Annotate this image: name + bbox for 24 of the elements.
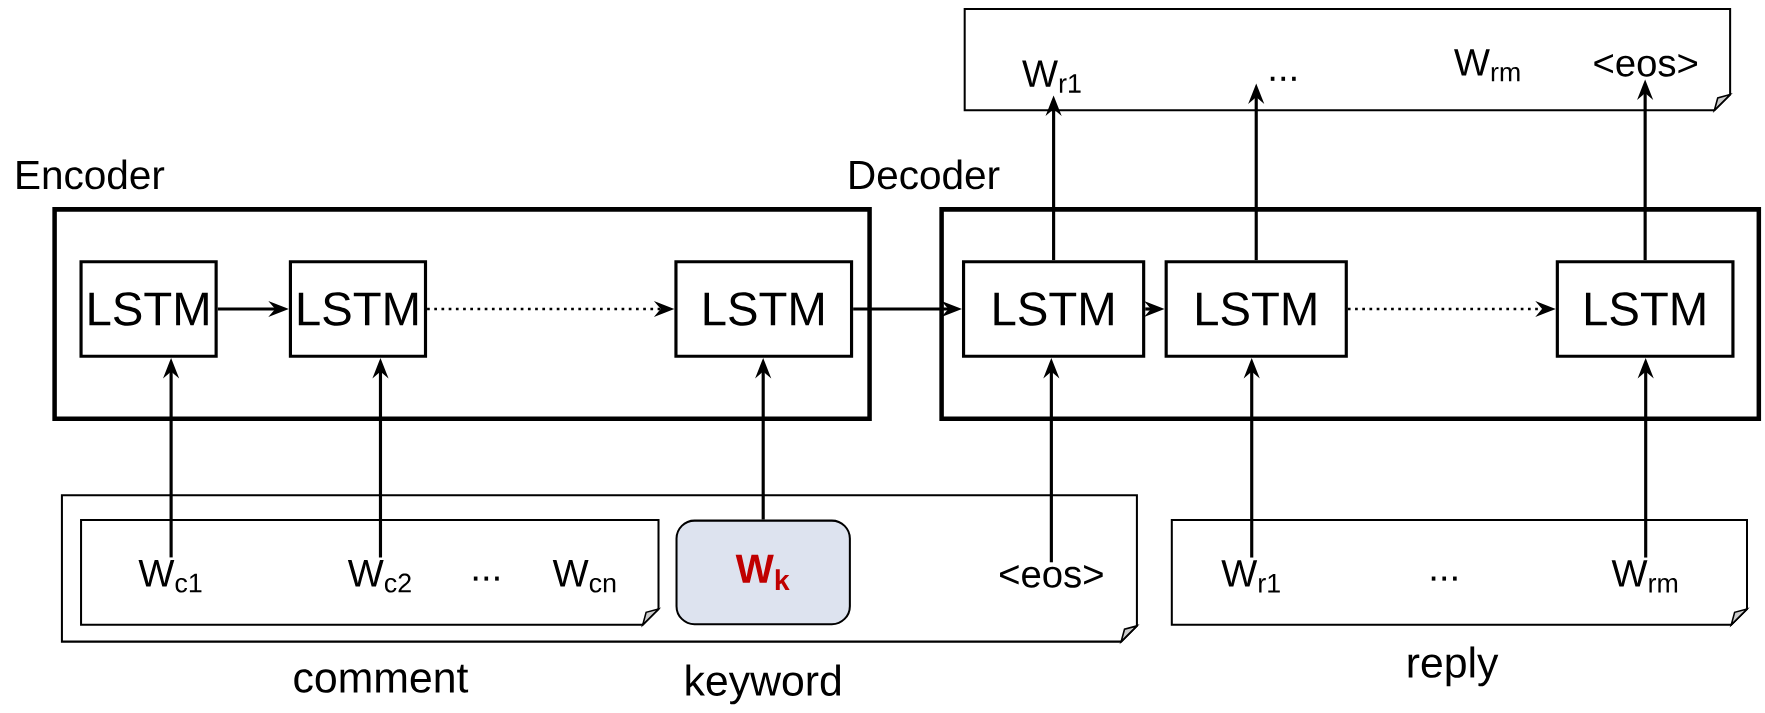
lstm-box: LSTM bbox=[674, 260, 854, 359]
node-label: Encoder bbox=[17, 159, 165, 190]
node-label: reply bbox=[1408, 646, 1499, 687]
token-label: ... bbox=[1431, 576, 1457, 581]
node-label: comment bbox=[294, 665, 469, 694]
token-label: <eos> bbox=[1000, 565, 1103, 588]
token-label: W$_{rm}$ bbox=[1611, 560, 1678, 593]
token-label: W$_{r1}$ bbox=[1022, 60, 1081, 93]
token-label: W$_{c2}$ bbox=[347, 560, 411, 593]
token-label: <eos> bbox=[1594, 54, 1697, 77]
keyword-box: W$_{k}$ bbox=[675, 519, 851, 626]
lstm-box: LSTM bbox=[79, 260, 218, 359]
lstm-box: LSTM bbox=[1164, 260, 1348, 359]
lstm-box: LSTM bbox=[288, 260, 428, 359]
token-label: ... bbox=[1270, 77, 1296, 82]
node-label: keyword bbox=[686, 664, 841, 705]
token-label: W$_{rm}$ bbox=[1454, 49, 1520, 82]
lstm-box: LSTM bbox=[962, 260, 1146, 359]
lstm-box: LSTM bbox=[1555, 260, 1735, 359]
token-label: W$_{cn}$ bbox=[552, 560, 616, 593]
node-label: Decoder bbox=[850, 159, 1000, 190]
token-label: W$_{r1}$ bbox=[1221, 560, 1280, 593]
token-label: W$_{c1}$ bbox=[138, 560, 202, 593]
token-label: ... bbox=[473, 576, 499, 581]
